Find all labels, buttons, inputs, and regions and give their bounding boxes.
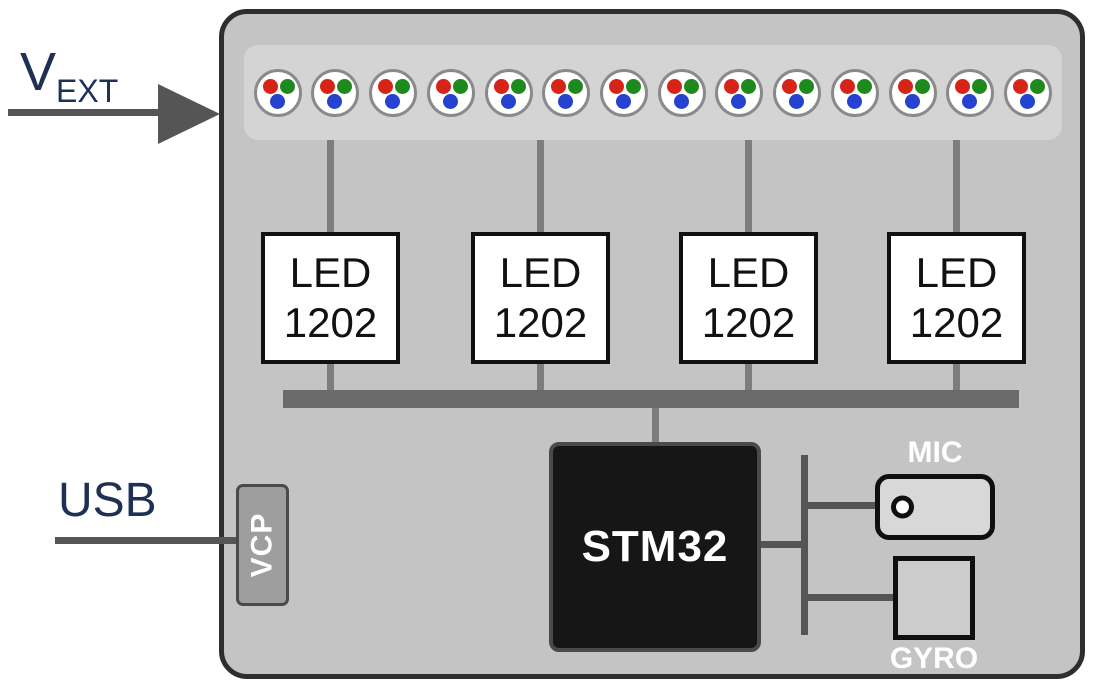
rgb-led-icon	[426, 68, 475, 117]
wire-strip-driver-2	[537, 140, 544, 233]
led-dot-green	[856, 78, 872, 94]
led-dot-red	[666, 78, 682, 94]
rgb-led-icon	[888, 68, 937, 117]
led-dot-red	[782, 78, 798, 94]
led-dot-red	[435, 78, 451, 94]
wire-driver-bus-4	[953, 364, 960, 390]
led-dot-blue	[327, 93, 343, 109]
led1202-line1: LED	[499, 249, 582, 297]
rgb-led-icon	[484, 68, 533, 117]
led-dot-green	[799, 78, 815, 94]
led1202-line2: 1202	[701, 299, 796, 346]
wire-strip-driver-1	[327, 140, 334, 233]
wire-bus-stm32	[652, 408, 659, 442]
led-dot-red	[839, 78, 855, 94]
led-dot-green	[972, 78, 988, 94]
rgb-led-icon	[600, 68, 649, 117]
led-dot-red	[897, 78, 913, 94]
wire-stm32-sensorbus	[761, 541, 801, 548]
rgb-led-icon	[253, 68, 302, 117]
led1202-line1: LED	[915, 249, 998, 297]
led-dot-green	[1030, 78, 1046, 94]
rgb-led-icon	[1004, 68, 1053, 117]
vcp-label: VCP	[245, 512, 279, 578]
rgb-led-icon	[830, 68, 879, 117]
led1202-line1: LED	[289, 249, 372, 297]
gyro-block	[893, 556, 975, 640]
gyro-label: GYRO	[889, 642, 979, 675]
led-dot-red	[493, 78, 509, 94]
led-dot-green	[510, 78, 526, 94]
led1202-block-3: LED 1202	[679, 232, 818, 364]
led-dot-blue	[269, 93, 285, 109]
led-dot-blue	[616, 93, 632, 109]
rgb-led-icon	[657, 68, 706, 117]
rgb-led-icon	[542, 68, 591, 117]
rgb-led-icon	[946, 68, 995, 117]
led-dot-red	[724, 78, 740, 94]
led1202-line2: 1202	[493, 299, 588, 346]
led-dot-blue	[904, 93, 920, 109]
led-strip	[244, 45, 1062, 140]
rgb-led-icon	[369, 68, 418, 117]
led-dot-blue	[442, 93, 458, 109]
led1202-block-2: LED 1202	[471, 232, 610, 364]
mic-block	[875, 474, 995, 540]
led-dot-blue	[500, 93, 516, 109]
rgb-led-icon	[773, 68, 822, 117]
led-dot-blue	[558, 93, 574, 109]
led1202-block-1: LED 1202	[261, 232, 400, 364]
led1202-line2: 1202	[283, 299, 378, 346]
wire-driver-bus-3	[745, 364, 752, 390]
led-dot-red	[955, 78, 971, 94]
led-dot-blue	[1020, 93, 1036, 109]
mic-hole-icon	[891, 495, 914, 519]
stm32-label: STM32	[581, 522, 729, 571]
usb-label: USB	[58, 474, 157, 527]
led-dot-green	[683, 78, 699, 94]
led-dot-green	[337, 78, 353, 94]
led-dot-green	[395, 78, 411, 94]
led-dot-blue	[731, 93, 747, 109]
wire-strip-driver-4	[953, 140, 960, 233]
sensor-bus-bar	[801, 455, 808, 635]
led-dot-green	[741, 78, 757, 94]
led-dot-green	[914, 78, 930, 94]
vext-label: VEXT	[20, 45, 118, 107]
led1202-line2: 1202	[909, 299, 1004, 346]
wire-bus-gyro	[808, 594, 895, 601]
stm32-block: STM32	[549, 442, 761, 652]
mic-label: MIC	[907, 436, 963, 469]
wire-strip-driver-3	[745, 140, 752, 233]
i2c-bus-bar	[283, 390, 1019, 408]
led-dot-blue	[385, 93, 401, 109]
led-dot-blue	[962, 93, 978, 109]
vext-wire	[8, 109, 160, 116]
led-dot-green	[452, 78, 468, 94]
led-dot-red	[262, 78, 278, 94]
led-dot-red	[551, 78, 567, 94]
vext-subscript: EXT	[56, 72, 119, 109]
vext-arrow-icon	[158, 84, 220, 144]
led-dot-blue	[789, 93, 805, 109]
led-dot-green	[279, 78, 295, 94]
led-dot-red	[320, 78, 336, 94]
led-dot-green	[568, 78, 584, 94]
led-dot-blue	[846, 93, 862, 109]
vcp-connector: VCP	[236, 484, 289, 606]
rgb-led-icon	[311, 68, 360, 117]
usb-wire	[55, 537, 237, 544]
led1202-block-4: LED 1202	[887, 232, 1026, 364]
led-dot-green	[626, 78, 642, 94]
led-dot-red	[378, 78, 394, 94]
led-dot-red	[609, 78, 625, 94]
wire-driver-bus-2	[537, 364, 544, 390]
led-dot-red	[1013, 78, 1029, 94]
led1202-line1: LED	[707, 249, 790, 297]
led-dot-blue	[673, 93, 689, 109]
wire-bus-mic	[808, 502, 876, 509]
wire-driver-bus-1	[327, 364, 334, 390]
vext-base: V	[20, 42, 57, 102]
rgb-led-icon	[715, 68, 764, 117]
